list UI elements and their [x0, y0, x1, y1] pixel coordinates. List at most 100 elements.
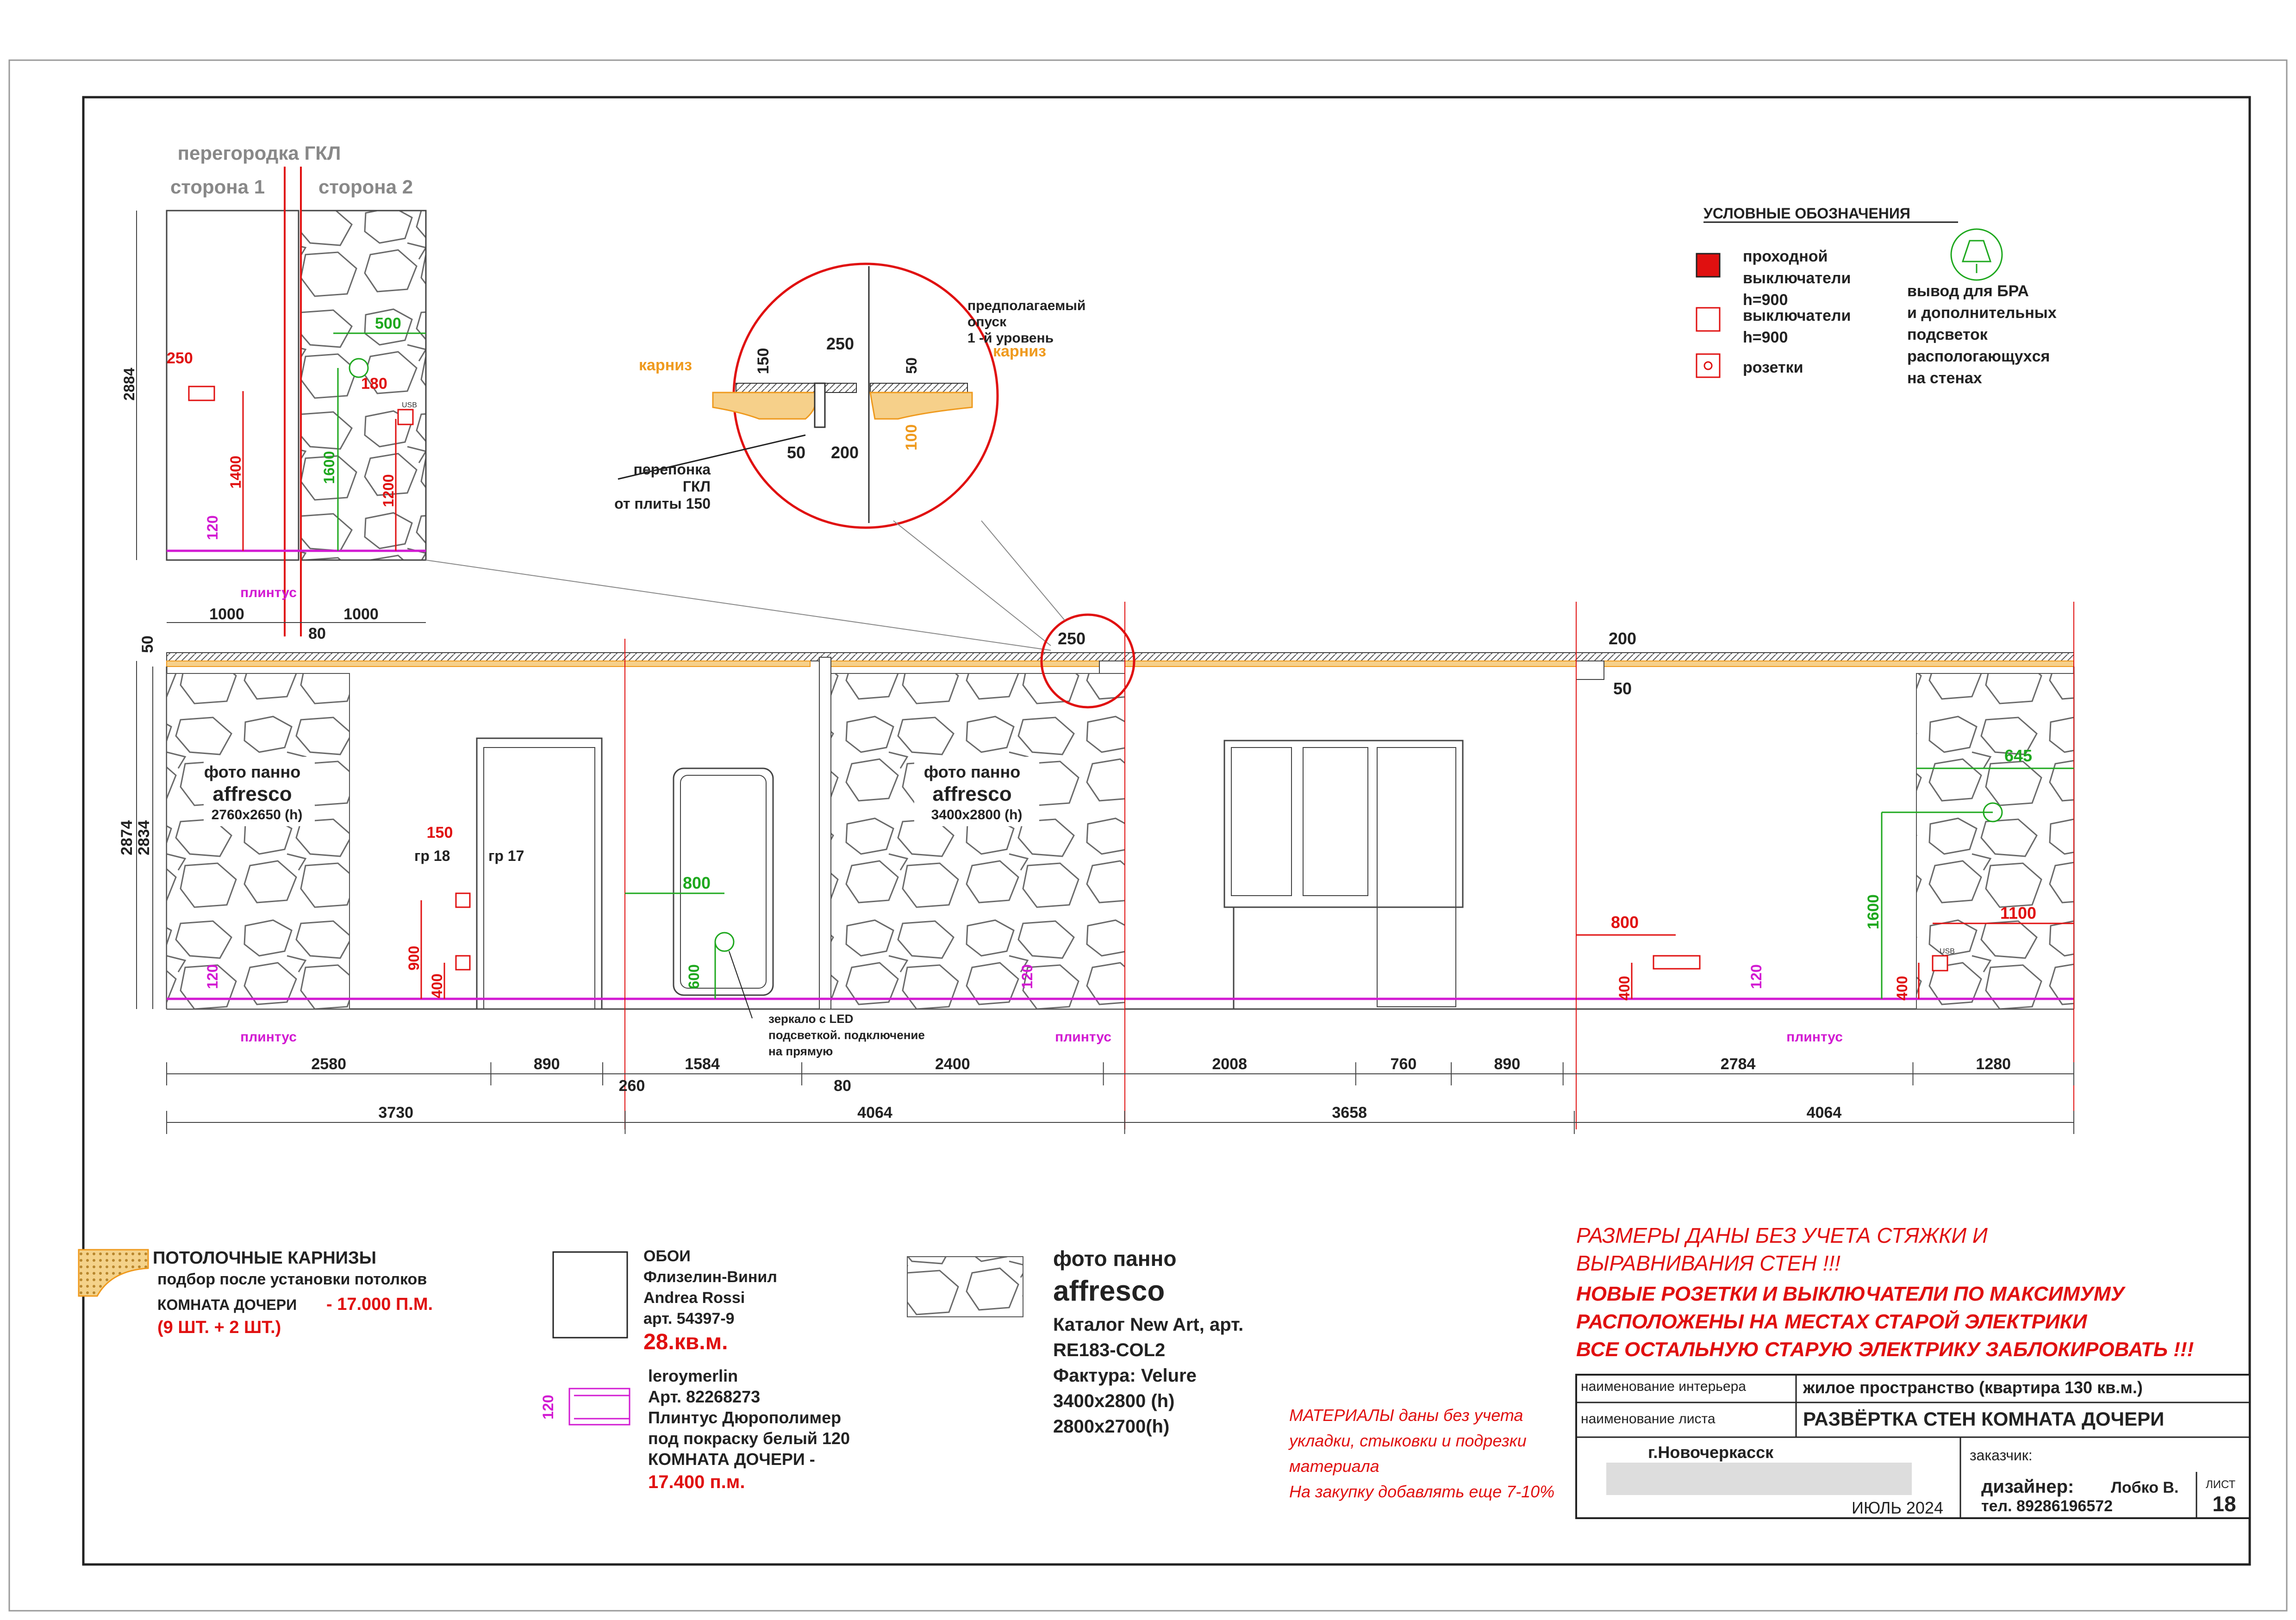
outer-frame: [8, 59, 2288, 1612]
dim-row1-label: 760: [1391, 1055, 1417, 1073]
legend-socket: розетки: [1743, 359, 1803, 376]
partition-plinth-label: плинтус: [240, 585, 297, 600]
elev-dim-400a: 400: [429, 973, 445, 998]
socket-icon: [188, 386, 215, 401]
window: [1223, 740, 1464, 908]
balcony-door: [1377, 747, 1456, 1007]
partition-dim-120: 120: [204, 515, 221, 540]
partition-side1-wall: [166, 210, 299, 561]
legend-bra-4: распологающуxся: [1907, 348, 2050, 365]
tb-client: заказчик:: [1970, 1447, 2033, 1464]
group-17: гр 17: [488, 847, 524, 864]
legend-pass-switch-1: проходной: [1743, 248, 1828, 265]
detail-cornice-right: карниз: [993, 343, 1046, 360]
materials-note-1: МАТЕРИАЛЫ даны без учета: [1289, 1406, 1523, 1425]
dim-row1-label: 1280: [1976, 1055, 2011, 1073]
wallpaper-title: ОБОИ: [643, 1247, 691, 1265]
tb-designer-label: дизайнер:: [1981, 1477, 2074, 1497]
cornice-sample-icon: [78, 1249, 149, 1297]
mirror-note-2: подсветкой. подключение: [768, 1028, 925, 1042]
switch-icon: [455, 892, 471, 908]
tb-label-sheet: наименование листа: [1581, 1411, 1716, 1427]
photo-l7: 2800x2700(h): [1053, 1416, 1169, 1437]
detail-dim-250: 250: [826, 334, 854, 353]
plinth-label-2: плинтус: [1055, 1029, 1111, 1045]
detail-dim-50b: 50: [787, 443, 805, 462]
tb-sheet-label: ЛИСТ: [2206, 1478, 2236, 1491]
panel2-label: фото панно: [924, 762, 1021, 781]
detail-dim-150: 150: [755, 348, 772, 374]
detail-note-gkl-2: ГКЛ: [683, 478, 711, 495]
materials-note-3: материала: [1289, 1457, 1379, 1476]
partition-drawing: перегородка ГКЛ сторона 1 сторона 2 2884…: [121, 142, 1051, 651]
partition-dim-250: 250: [167, 349, 193, 367]
group-18: гр 18: [414, 847, 450, 864]
dim-row2-label: 3730: [378, 1104, 413, 1122]
plinth-label-1: плинтус: [240, 1029, 297, 1045]
tb-value-sheet: РАЗВЁРТКА СТЕН КОМНАТА ДОЧЕРИ: [1803, 1408, 2164, 1430]
mirror-note-3: на прямую: [768, 1044, 833, 1058]
legend-pass-switch-3: h=900: [1743, 291, 1788, 309]
detail-callout-circle: [1040, 613, 1136, 709]
leader-line: [425, 560, 1051, 651]
wallpaper-l2: Andrea Rossi: [643, 1289, 745, 1307]
plinth-l3: Плинтус Дюрополимер: [648, 1408, 841, 1427]
dim-row1-label: 890: [1494, 1055, 1521, 1073]
photo-l1: фото панно: [1053, 1246, 1176, 1271]
warning-1-line-1: РАЗМЕРЫ ДАНЫ БЕЗ УЧЕТА СТЯЖКИ И: [1576, 1223, 1988, 1247]
elev-dim-400b: 400: [1616, 976, 1633, 1000]
plinth-qty: 17.400 п.м.: [648, 1472, 745, 1492]
panel1-brand: affresco: [212, 783, 292, 805]
dim-row2-label: 4064: [857, 1104, 892, 1122]
detail-dim-50: 50: [903, 357, 920, 374]
partition-side2-stone: [300, 210, 427, 561]
photo-l3: Каталог New Art, арт.: [1053, 1315, 1243, 1335]
dim-row2-label: 3658: [1332, 1104, 1367, 1122]
elev-dim-800b: 800: [1611, 913, 1639, 932]
detail-note-gkl-3: от плиты 150: [614, 495, 711, 512]
legend-bra-3: подсветок: [1907, 326, 1988, 343]
bottom-notes: ПОТОЛОЧНЫЕ КАРНИЗЫ подбор после установк…: [78, 1223, 2194, 1501]
partition-dim-500: 500: [375, 315, 401, 332]
warning-2-line-3: ВСЕ ОСТАЛЬНУЮ СТАРУЮ ЭЛЕКТРИКУ ЗАБЛОКИРО…: [1576, 1338, 2194, 1361]
dim-row1-label: 2400: [935, 1055, 970, 1073]
usb-socket-icon: [1932, 955, 1948, 972]
dim-row1-label: 2580: [311, 1055, 346, 1073]
elev-dim-120c: 120: [1748, 964, 1765, 989]
door: [476, 737, 603, 1010]
tb-phone: тел. 89286196572: [1981, 1497, 2113, 1515]
materials-note-2: укладки, стыковки и подрезки: [1288, 1431, 1527, 1450]
partition-width-1: 1000: [209, 605, 244, 623]
socket-legend-icon: [1696, 353, 1721, 378]
tb-label-interior: наименование интерьера: [1581, 1379, 1746, 1394]
elev-dim-200: 200: [1609, 629, 1636, 648]
dim-row1-label: 890: [534, 1055, 560, 1073]
legend-title: УСЛОВНЫЕ ОБОЗНАЧЕНИЯ: [1703, 205, 1910, 222]
elev-dim-150: 150: [427, 824, 453, 841]
pass-switch-icon: [1696, 253, 1721, 278]
dim-row2-label: 4064: [1807, 1104, 1842, 1122]
wall-elevation: 50 2874 2834 250 200 50 фото панно affre…: [118, 520, 2075, 1134]
photo-l6: 3400x2800 (h): [1053, 1391, 1174, 1411]
tb-value-interior: жилое пространство (квартира 130 кв.м.): [1803, 1378, 2143, 1397]
usb-label: USB: [402, 401, 417, 409]
switch-icon: [1696, 307, 1721, 332]
photo-l2: affresco: [1053, 1275, 1165, 1307]
dim-row1-label: 1584: [685, 1055, 720, 1073]
detail-cornice-left: карниз: [639, 356, 692, 374]
detail-note-drop-1: предполагаемый: [967, 298, 1086, 313]
tb-date: ИЮЛЬ 2024: [1852, 1498, 1943, 1517]
panel2-size: 3400x2800 (h): [931, 807, 1023, 822]
legend-switch-2: h=900: [1743, 329, 1788, 346]
photo-l4: RE183-COL2: [1053, 1340, 1165, 1360]
wallpaper-sample: [552, 1251, 628, 1339]
legend-pass-switch-2: выключатели: [1743, 269, 1851, 287]
stone-panel-1: [166, 673, 350, 1009]
elev-dim-800a: 800: [683, 873, 711, 892]
partition-width-80: 80: [308, 625, 326, 642]
elev-dim-260: 260: [619, 1077, 645, 1095]
legend: УСЛОВНЫЕ ОБОЗНАЧЕНИЯ проходной выключате…: [1696, 205, 2057, 387]
usb-label: USB: [1940, 947, 1955, 955]
partition-side2-label: сторона 2: [318, 176, 413, 198]
stone-panel-2: [830, 673, 1125, 1009]
